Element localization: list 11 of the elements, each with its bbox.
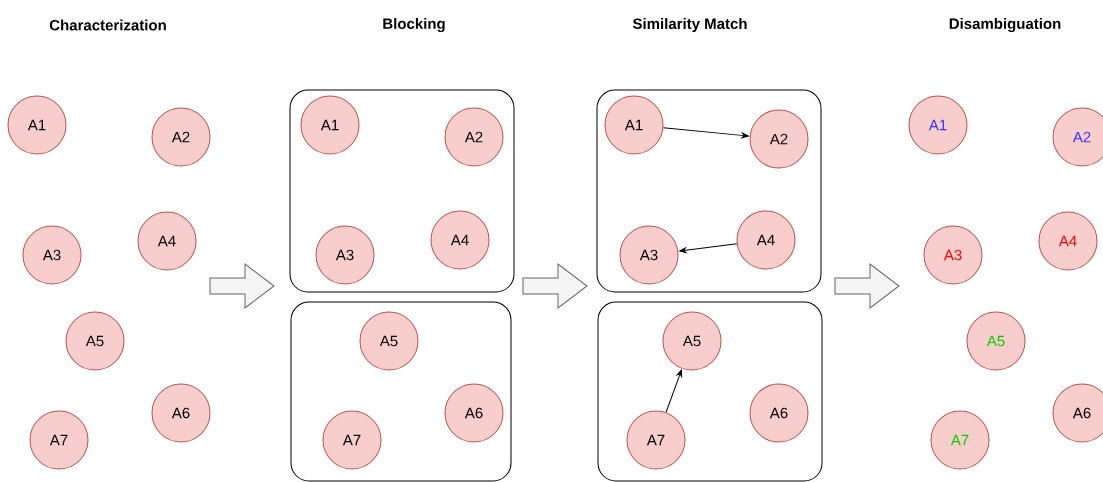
stage-title: Disambiguation: [949, 18, 1061, 33]
block-box: [596, 89, 822, 293]
arrow: [662, 127, 749, 139]
stage-title: Characterization: [49, 19, 166, 31]
block-box: [290, 301, 512, 482]
stage-title: Blocking: [383, 18, 445, 33]
arrow: [665, 369, 683, 413]
block-box: [597, 301, 823, 482]
block-box: [289, 89, 515, 293]
arrow: [679, 243, 738, 254]
stage-title: Similarity Match: [632, 18, 747, 32]
